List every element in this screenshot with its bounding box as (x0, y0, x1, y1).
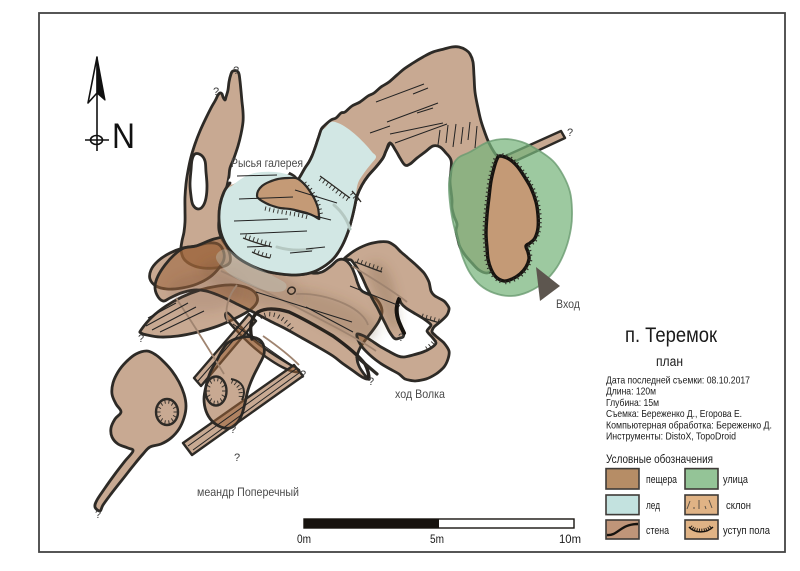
svg-text:Рысья галерея: Рысья галерея (231, 156, 303, 170)
svg-text:?: ? (230, 424, 236, 436)
svg-text:N: N (112, 117, 135, 156)
svg-text:Длина: 120м: Длина: 120м (606, 386, 656, 398)
svg-text:5m: 5m (430, 534, 444, 546)
svg-text:Компьютерная обработка: Береже: Компьютерная обработка: Береженко Д. (606, 419, 772, 431)
svg-text:?: ? (368, 376, 374, 388)
svg-text:?: ? (233, 65, 239, 77)
svg-text:?: ? (138, 333, 144, 345)
svg-text:меандр Поперечный: меандр Поперечный (197, 485, 299, 499)
svg-text:уступ пола: уступ пола (723, 525, 771, 537)
svg-text:пещера: пещера (646, 474, 678, 486)
svg-text:план: план (656, 354, 683, 369)
svg-text:?: ? (567, 127, 573, 139)
svg-text:ход Волка: ход Волка (395, 387, 445, 401)
svg-text:?: ? (398, 332, 404, 344)
svg-text:склон: склон (726, 500, 751, 512)
svg-text:Съемка: Береженко Д., Егорова: Съемка: Береженко Д., Егорова Е. (606, 408, 742, 420)
svg-text:Глубина: 15м: Глубина: 15м (606, 397, 659, 409)
svg-text:?: ? (234, 452, 240, 464)
svg-text:?: ? (95, 509, 101, 521)
svg-text:п. Теремок: п. Теремок (625, 324, 718, 347)
svg-text:10m: 10m (559, 534, 581, 546)
svg-text:улица: улица (723, 474, 749, 486)
svg-text:?: ? (213, 86, 219, 98)
svg-text:лед: лед (646, 500, 660, 512)
svg-text:Условные обозначения: Условные обозначения (606, 454, 713, 466)
svg-text:Инструменты: DistoX, TopoDroid: Инструменты: DistoX, TopoDroid (606, 431, 736, 443)
svg-text:стена: стена (646, 525, 670, 537)
svg-text:Дата последней съемки: 08.10.2: Дата последней съемки: 08.10.2017 (606, 375, 750, 387)
svg-text:Вход: Вход (556, 297, 580, 311)
svg-text:?: ? (300, 369, 306, 381)
svg-text:0m: 0m (297, 534, 311, 546)
